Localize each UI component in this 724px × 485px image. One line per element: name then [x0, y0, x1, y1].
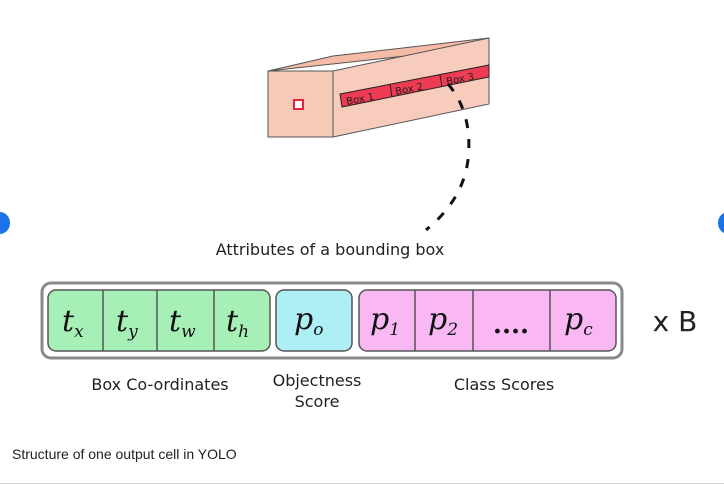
divider [0, 483, 724, 484]
coordinates-group: tx ty tw th [47, 289, 271, 352]
attr-tx: tx [62, 304, 84, 342]
box-divider-1 [389, 83, 393, 98]
carousel-prev-button[interactable] [0, 212, 10, 234]
class-scores-group: p1 p2 .... pc [358, 289, 617, 352]
box-3-label: Box 3 [445, 72, 475, 88]
attr-ty: ty [116, 304, 138, 342]
attr-p2: p2 [428, 302, 458, 340]
objectness-label-line2: Score [295, 392, 340, 411]
objectness-cell [275, 289, 353, 352]
objectness-group: po [275, 289, 353, 352]
box-divider-2 [439, 74, 443, 88]
attributes-callout: Attributes of a bounding box [216, 240, 445, 259]
box-strip [339, 64, 490, 108]
attr-pc: pc [564, 302, 593, 340]
carousel-next-button[interactable] [718, 212, 724, 234]
objectness-label-line1: Objectness [273, 371, 362, 390]
attr-th: th [226, 304, 249, 342]
class-scores-label: Class Scores [454, 375, 554, 394]
coordinates-label: Box Co-ordinates [91, 375, 228, 394]
attribute-vector: tx ty tw th po p1 [40, 281, 624, 360]
attr-tw: tw [169, 304, 196, 342]
anchor-box-strip: Box 1 Box 2 Box 3 [339, 64, 490, 108]
box-1-label: Box 1 [345, 92, 375, 108]
box-2-label: Box 2 [394, 82, 424, 98]
cell-marker-icon [293, 99, 304, 110]
tensor-column: Box 1 Box 2 Box 3 [267, 37, 490, 138]
attr-p1: p1 [370, 302, 400, 340]
figure-caption: Structure of one output cell in YOLO [12, 446, 237, 462]
attr-ellipsis: .... [493, 310, 529, 340]
attr-po: po [294, 302, 323, 340]
class-scores-cell [358, 289, 617, 352]
dashed-pointer [425, 83, 471, 232]
multiplier-label: x B [653, 305, 698, 338]
